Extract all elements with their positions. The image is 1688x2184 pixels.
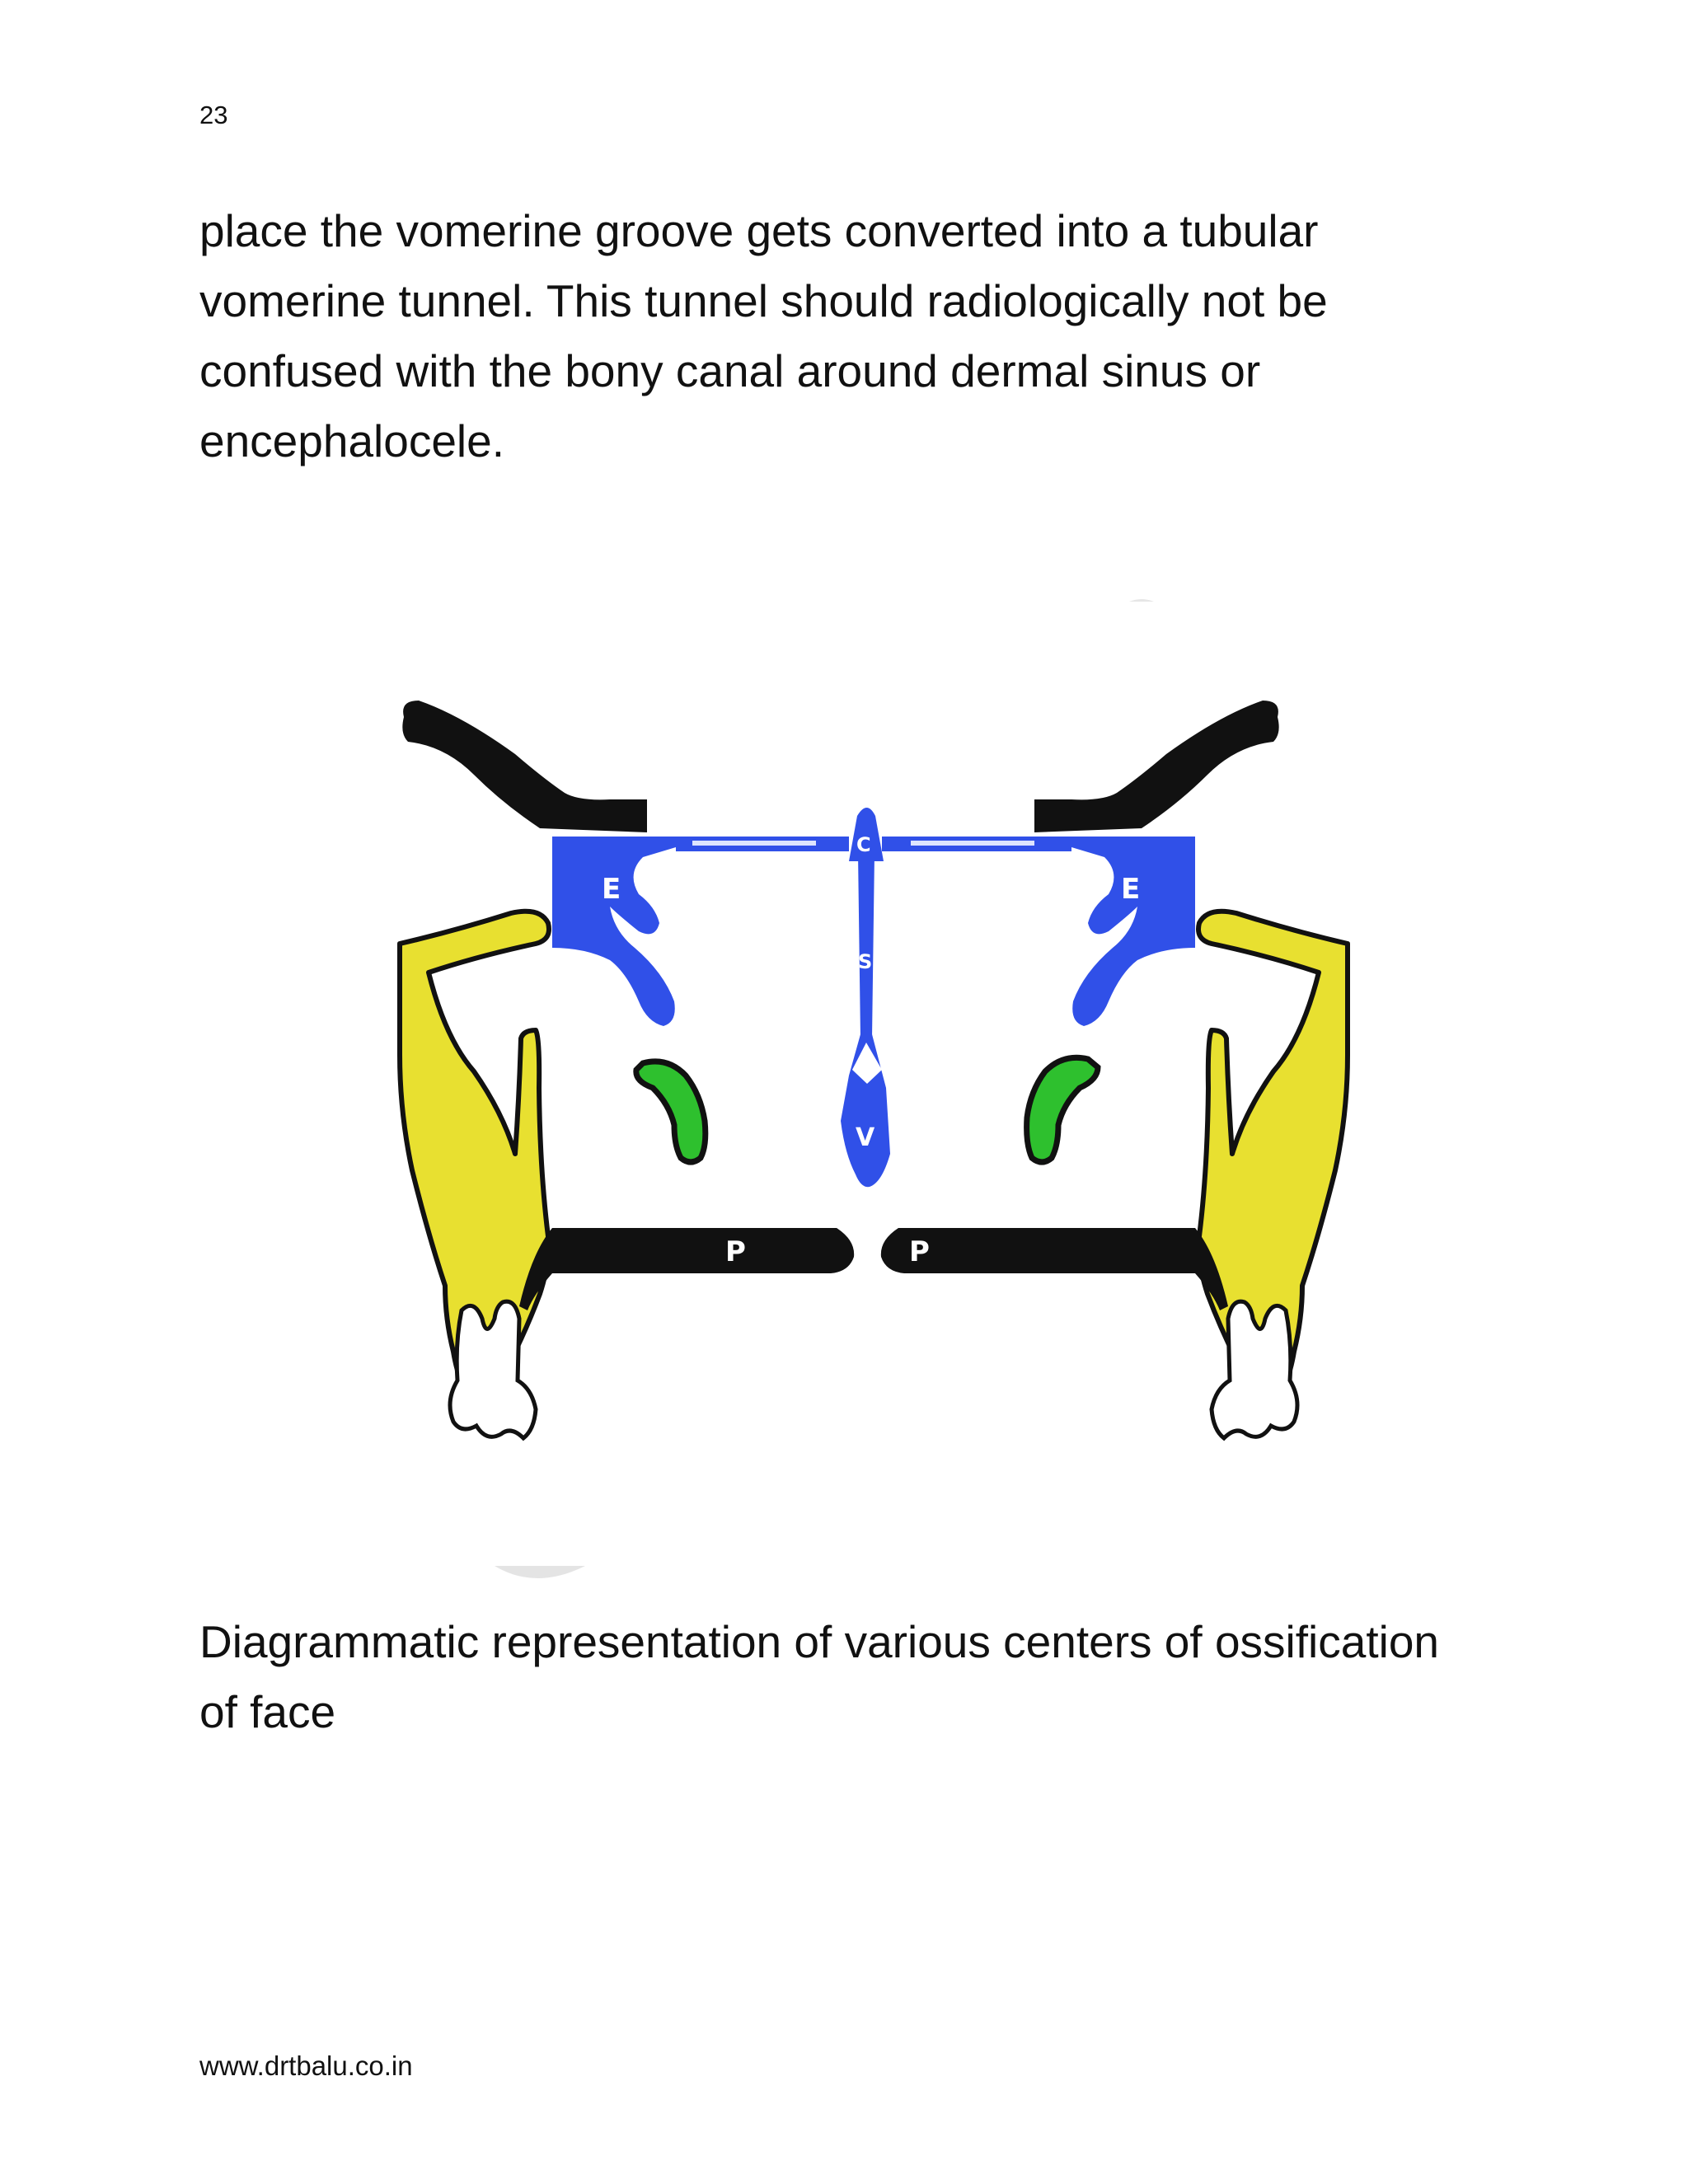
cribriform-gap-right [911,841,1034,846]
figure-caption: Diagrammatic representation of various c… [199,1607,1518,1747]
label-e-left: E [602,873,621,906]
arrow-head [852,1043,882,1084]
septal-cartilage [858,853,874,1038]
caption-line: Diagrammatic representation of various c… [199,1616,1440,1667]
palate-left [519,1228,855,1310]
body-line: place the vomerine groove gets converted… [199,205,1319,256]
ossification-diagram: E E C S V P P [397,599,1350,1578]
tooth-left [448,1299,538,1441]
page-number: 23 [199,101,228,129]
tooth-right [1209,1299,1300,1441]
turbinate-left [633,1058,709,1165]
footer-url: www.drtbalu.co.in [199,2050,413,2081]
cribriform-gap-left [692,841,816,846]
maxilla-left [397,908,551,1412]
background-artifact [495,1566,585,1578]
label-p-right: P [909,1235,930,1268]
crista-galli [849,808,884,861]
ethmoid-left [552,837,684,1026]
palate-right [880,1228,1228,1310]
turbinate-right [1024,1054,1101,1165]
background-artifact [1129,599,1154,602]
maxilla-right [1196,908,1350,1412]
label-s: S [858,950,872,973]
caption-line: of face [199,1686,336,1737]
body-line: vomerine tunnel. This tunnel should radi… [199,275,1328,326]
ethmoid-right [1063,837,1195,1026]
sphenoid-wing-left [402,701,647,832]
sphenoid-wing-right [1034,701,1279,832]
label-e-right: E [1121,873,1140,906]
body-paragraph: place the vomerine groove gets converted… [199,196,1485,476]
label-v: V [856,1123,875,1152]
label-p-left: P [725,1235,746,1268]
body-line: encephalocele. [199,415,505,466]
body-line: confused with the bony canal around derm… [199,345,1261,396]
label-c: C [856,833,871,856]
